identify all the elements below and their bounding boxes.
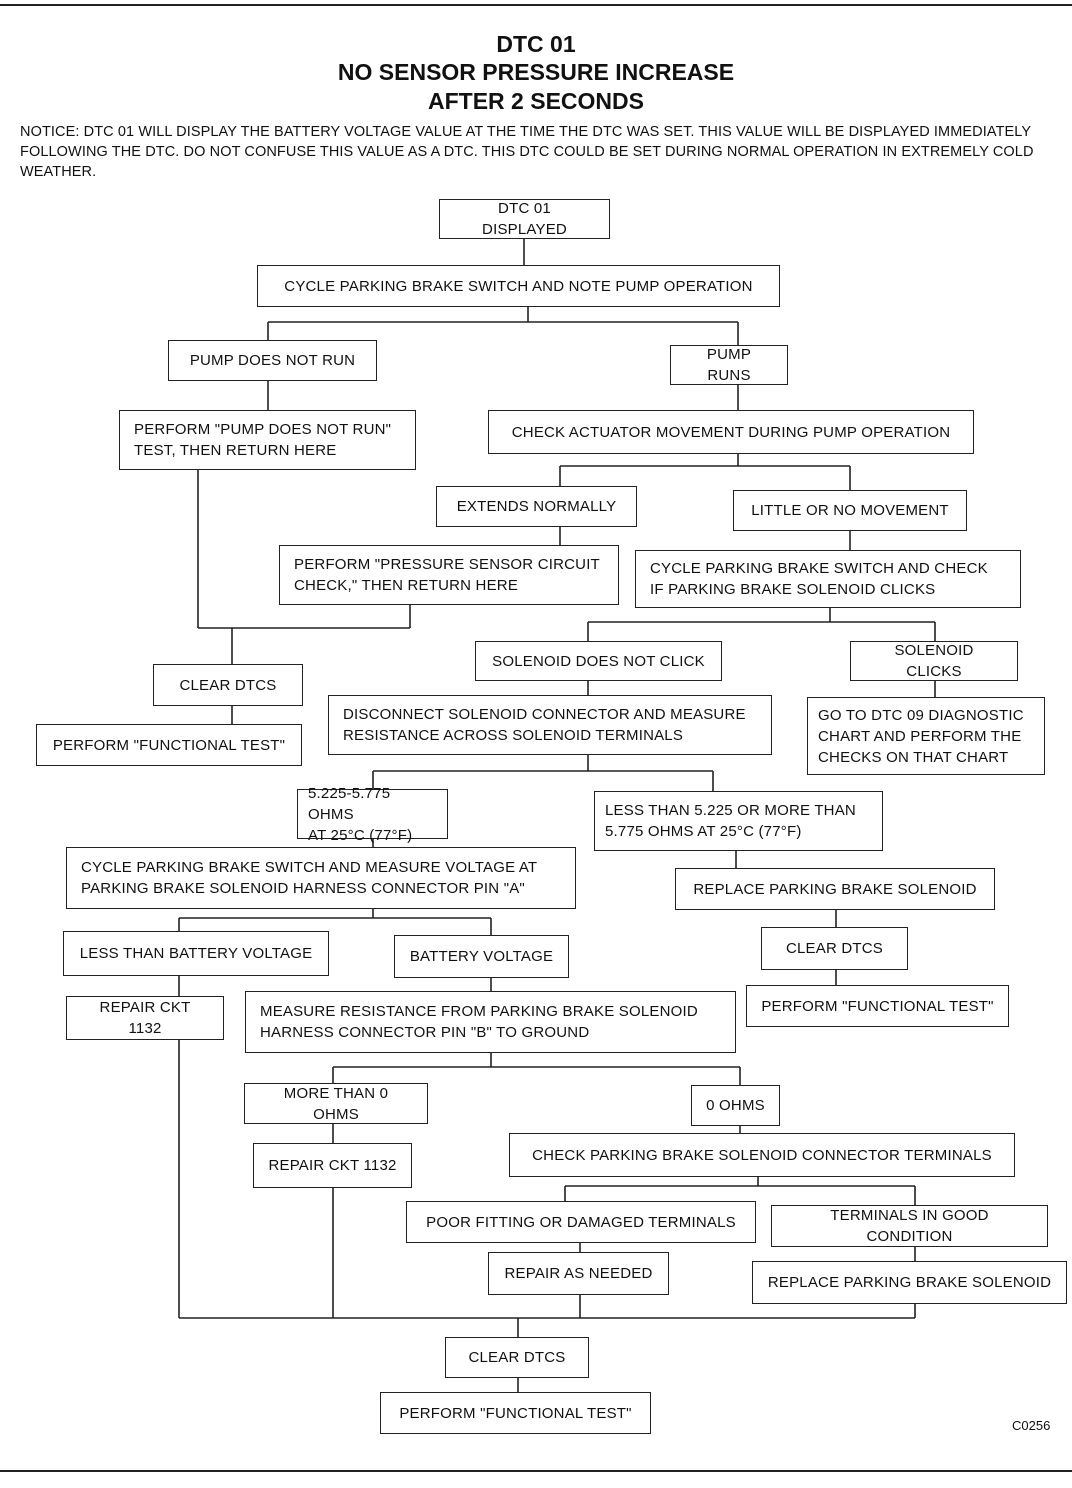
cycle-measure-voltage-label: CYCLE PARKING BRAKE SWITCH AND MEASURE V… [81, 859, 538, 897]
poor-terminals-label: POOR FITTING OR DAMAGED TERMINALS [426, 1213, 736, 1231]
little-no-movement-box: LITTLE OR NO MOVEMENT [733, 490, 967, 531]
less-battery-box: LESS THAN BATTERY VOLTAGE [63, 931, 329, 976]
functional-test-2-label: PERFORM "FUNCTIONAL TEST" [761, 997, 994, 1015]
solenoid-no-click-box: SOLENOID DOES NOT CLICK [475, 641, 722, 681]
functional-test-2-box: PERFORM "FUNCTIONAL TEST" [746, 985, 1009, 1027]
check-actuator-box: CHECK ACTUATOR MOVEMENT DURING PUMP OPER… [488, 410, 974, 454]
perform-pump-test-box: PERFORM "PUMP DOES NOT RUN" TEST, THEN R… [119, 410, 416, 470]
clear-dtcs-1-box: CLEAR DTCS [153, 664, 303, 706]
less-battery-label: LESS THAN BATTERY VOLTAGE [79, 945, 313, 962]
more-0-ohms-box: MORE THAN 0 OHMS [244, 1083, 428, 1124]
battery-voltage-box: BATTERY VOLTAGE [394, 935, 569, 978]
pump-not-run-box: PUMP DOES NOT RUN [168, 340, 377, 381]
replace-solenoid-2-box: REPLACE PARKING BRAKE SOLENOID [752, 1261, 1067, 1304]
goto-dtc09-box: GO TO DTC 09 DIAGNOSTIC CHART AND PERFOR… [807, 697, 1045, 775]
ohms-ok-label: 5.225-5.775 OHMS AT 25°C (77°F) [308, 784, 413, 844]
zero-ohms-label: 0 OHMS [706, 1097, 765, 1114]
functional-test-3-label: PERFORM "FUNCTIONAL TEST" [399, 1404, 632, 1422]
more-0-ohms-label: MORE THAN 0 OHMS [283, 1084, 389, 1123]
pump-not-run-label: PUMP DOES NOT RUN [189, 352, 356, 369]
functional-test-1-label: PERFORM "FUNCTIONAL TEST" [52, 736, 286, 754]
perform-pressure-check-box: PERFORM "PRESSURE SENSOR CIRCUIT CHECK,"… [279, 545, 619, 605]
little-no-movement-label: LITTLE OR NO MOVEMENT [751, 502, 949, 519]
notice-text: NOTICE: DTC 01 WILL DISPLAY THE BATTERY … [20, 124, 1034, 180]
bottom-rule [0, 1470, 1072, 1472]
repair-ckt-2-box: REPAIR CKT 1132 [253, 1143, 412, 1188]
perform-pump-test-label: PERFORM "PUMP DOES NOT RUN" TEST, THEN R… [134, 421, 392, 459]
title-line-2: NO SENSOR PRESSURE INCREASE [337, 59, 735, 85]
measure-resistance-b-label: MEASURE RESISTANCE FROM PARKING BRAKE SO… [260, 1003, 698, 1041]
good-terminals-box: TERMINALS IN GOOD CONDITION [771, 1205, 1048, 1247]
ohms-ok-box: 5.225-5.775 OHMS AT 25°C (77°F) [297, 785, 448, 844]
extends-normally-label: EXTENDS NORMALLY [456, 498, 617, 515]
dtc-01-displayed-box: DTC 01 DISPLAYED [439, 199, 610, 239]
disconnect-measure-box: DISCONNECT SOLENOID CONNECTOR AND MEASUR… [328, 695, 772, 755]
title-line-3: AFTER 2 SECONDS [428, 88, 644, 114]
good-terminals-label: TERMINALS IN GOOD CONDITION [830, 1207, 989, 1245]
pump-runs-label: PUMP RUNS [706, 346, 752, 384]
ohms-bad-label: LESS THAN 5.225 OR MORE THAN 5.775 OHMS … [605, 802, 856, 840]
check-terminals-box: CHECK PARKING BRAKE SOLENOID CONNECTOR T… [509, 1133, 1015, 1177]
solenoid-clicks-label: SOLENOID CLICKS [894, 642, 974, 680]
replace-solenoid-1-label: REPLACE PARKING BRAKE SOLENOID [693, 880, 977, 898]
cycle-check-solenoid-label: CYCLE PARKING BRAKE SWITCH AND CHECK IF … [650, 560, 988, 598]
disconnect-measure-label: DISCONNECT SOLENOID CONNECTOR AND MEASUR… [343, 706, 746, 744]
clear-dtcs-2-box: CLEAR DTCS [761, 927, 908, 970]
functional-test-1-box: PERFORM "FUNCTIONAL TEST" [36, 724, 302, 766]
repair-ckt-1-box: REPAIR CKT 1132 [66, 996, 224, 1040]
repair-as-needed-label: REPAIR AS NEEDED [504, 1265, 653, 1282]
cycle-note-pump-label: CYCLE PARKING BRAKE SWITCH AND NOTE PUMP… [284, 277, 753, 295]
cycle-note-pump-box: CYCLE PARKING BRAKE SWITCH AND NOTE PUMP… [257, 265, 780, 307]
zero-ohms-box: 0 OHMS [691, 1085, 780, 1126]
ohms-bad-box: LESS THAN 5.225 OR MORE THAN 5.775 OHMS … [594, 791, 883, 851]
clear-dtcs-2-label: CLEAR DTCS [785, 940, 884, 957]
repair-ckt-1-label: REPAIR CKT 1132 [99, 999, 191, 1037]
top-rule [0, 4, 1072, 6]
perform-pressure-check-label: PERFORM "PRESSURE SENSOR CIRCUIT CHECK,"… [294, 556, 600, 594]
replace-solenoid-1-box: REPLACE PARKING BRAKE SOLENOID [675, 868, 995, 910]
clear-dtcs-3-label: CLEAR DTCS [468, 1349, 566, 1366]
dtc-01-displayed-label: DTC 01 DISPLAYED [482, 200, 567, 238]
pump-runs-box: PUMP RUNS [670, 345, 788, 385]
functional-test-3-box: PERFORM "FUNCTIONAL TEST" [380, 1392, 651, 1434]
check-actuator-label: CHECK ACTUATOR MOVEMENT DURING PUMP OPER… [511, 423, 951, 441]
solenoid-clicks-box: SOLENOID CLICKS [850, 641, 1018, 681]
title-line-1: DTC 01 [496, 31, 576, 57]
figure-code: C0256 [1012, 1418, 1051, 1433]
poor-terminals-box: POOR FITTING OR DAMAGED TERMINALS [406, 1201, 756, 1243]
check-terminals-label: CHECK PARKING BRAKE SOLENOID CONNECTOR T… [532, 1146, 992, 1164]
battery-voltage-label: BATTERY VOLTAGE [409, 948, 554, 965]
goto-dtc09-label: GO TO DTC 09 DIAGNOSTIC CHART AND PERFOR… [818, 706, 1024, 766]
clear-dtcs-3-box: CLEAR DTCS [445, 1337, 589, 1378]
repair-as-needed-box: REPAIR AS NEEDED [488, 1252, 669, 1295]
measure-resistance-b-box: MEASURE RESISTANCE FROM PARKING BRAKE SO… [245, 991, 736, 1053]
extends-normally-box: EXTENDS NORMALLY [436, 486, 637, 527]
cycle-check-solenoid-box: CYCLE PARKING BRAKE SWITCH AND CHECK IF … [635, 550, 1021, 608]
clear-dtcs-1-label: CLEAR DTCS [179, 676, 277, 694]
replace-solenoid-2-label: REPLACE PARKING BRAKE SOLENOID [767, 1274, 1052, 1291]
solenoid-no-click-label: SOLENOID DOES NOT CLICK [492, 652, 705, 670]
cycle-measure-voltage-box: CYCLE PARKING BRAKE SWITCH AND MEASURE V… [66, 847, 576, 909]
repair-ckt-2-label: REPAIR CKT 1132 [268, 1157, 397, 1174]
